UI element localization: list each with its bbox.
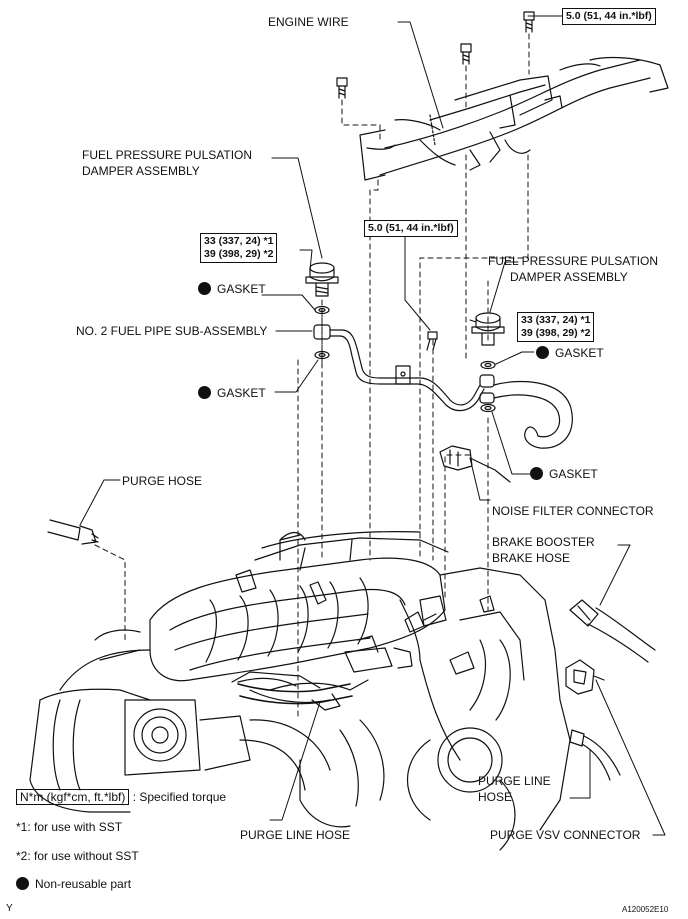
label-damper-left-1: FUEL PRESSURE PULSATION: [82, 148, 253, 162]
torque-box-mid: 5.0 (51, 44 in.*lbf): [364, 220, 458, 237]
bolt-top-2: [460, 43, 472, 65]
label-purge-line-hose-right-2: HOSE: [478, 790, 513, 804]
legend-torque-units: N*m (kgf*cm, ft.*lbf): [16, 789, 130, 805]
label-gasket-upper-left: GASKET: [198, 282, 266, 296]
legend-note2: *2: for use without SST: [16, 849, 139, 863]
engine-intake-manifold: [29, 531, 571, 851]
non-reusable-dot-icon: [530, 467, 543, 480]
figure-code: A120052E10: [622, 905, 669, 914]
label-gasket-right-upper: GASKET: [536, 346, 604, 360]
bolt-top-1: [523, 11, 535, 33]
label-brake-booster-2: BRAKE HOSE: [492, 551, 571, 565]
footer-left-mark: Y: [6, 903, 13, 914]
torque-box-top: 5.0 (51, 44 in.*lbf): [562, 8, 656, 25]
legend-torque: N*m (kgf*cm, ft.*lbf) : Specified torque: [16, 789, 226, 805]
torque-right-line2: 39 (398, 29) *2: [521, 327, 591, 339]
legend-torque-desc: : Specified torque: [132, 790, 227, 804]
purge-hose-part: [47, 519, 99, 545]
non-reusable-dot-icon: [198, 282, 211, 295]
bolt-mid: [426, 331, 438, 351]
label-engine-wire: ENGINE WIRE: [268, 15, 349, 29]
non-reusable-dot-icon: [198, 386, 211, 399]
label-damper-left-2: DAMPER ASSEMBLY: [82, 164, 200, 178]
torque-left-line2: 39 (398, 29) *2: [204, 248, 274, 260]
purge-line-hose-right-part: [569, 729, 621, 781]
fuel-pipe-part: [313, 324, 573, 449]
label-purge-hose: PURGE HOSE: [122, 474, 203, 488]
label-brake-booster-1: BRAKE BOOSTER: [492, 535, 595, 549]
purge-vsv-part: [565, 659, 605, 695]
label-fuel-pipe: NO. 2 FUEL PIPE SUB-ASSEMBLY: [76, 324, 268, 338]
left-gaskets: [314, 305, 330, 360]
right-gaskets: [480, 360, 496, 413]
label-purge-line-hose-right-1: PURGE LINE: [478, 774, 551, 788]
legend-non-reusable: Non-reusable part: [16, 877, 131, 891]
label-gasket-right-lower: GASKET: [530, 467, 598, 481]
label-noise-filter: NOISE FILTER CONNECTOR: [492, 504, 654, 518]
noise-filter-connector-part: [439, 445, 511, 483]
label-gasket-lower-left: GASKET: [198, 386, 266, 400]
label-purge-line-hose-bottom: PURGE LINE HOSE: [240, 828, 351, 842]
torque-box-right: 33 (337, 24) *1 39 (398, 29) *2: [517, 312, 595, 342]
bolt-top-3: [336, 77, 348, 99]
alignment-dashes: [94, 33, 530, 721]
label-damper-right-1: FUEL PRESSURE PULSATION: [488, 254, 659, 268]
leader-lines: [79, 15, 666, 836]
right-damper-part: [471, 312, 505, 346]
non-reusable-dot-icon: [16, 877, 29, 890]
left-damper-part: [305, 262, 339, 297]
legend-note1: *1: for use with SST: [16, 820, 123, 834]
torque-right-line1: 33 (337, 24) *1: [521, 314, 591, 326]
label-damper-right-2: DAMPER ASSEMBLY: [510, 270, 628, 284]
torque-left-line1: 33 (337, 24) *1: [204, 235, 274, 247]
engine-wire-harness: [359, 56, 669, 181]
non-reusable-dot-icon: [536, 346, 549, 359]
label-purge-vsv: PURGE VSV CONNECTOR: [490, 828, 641, 842]
torque-box-left: 33 (337, 24) *1 39 (398, 29) *2: [200, 233, 278, 263]
brake-booster-hose-part: [569, 599, 656, 663]
